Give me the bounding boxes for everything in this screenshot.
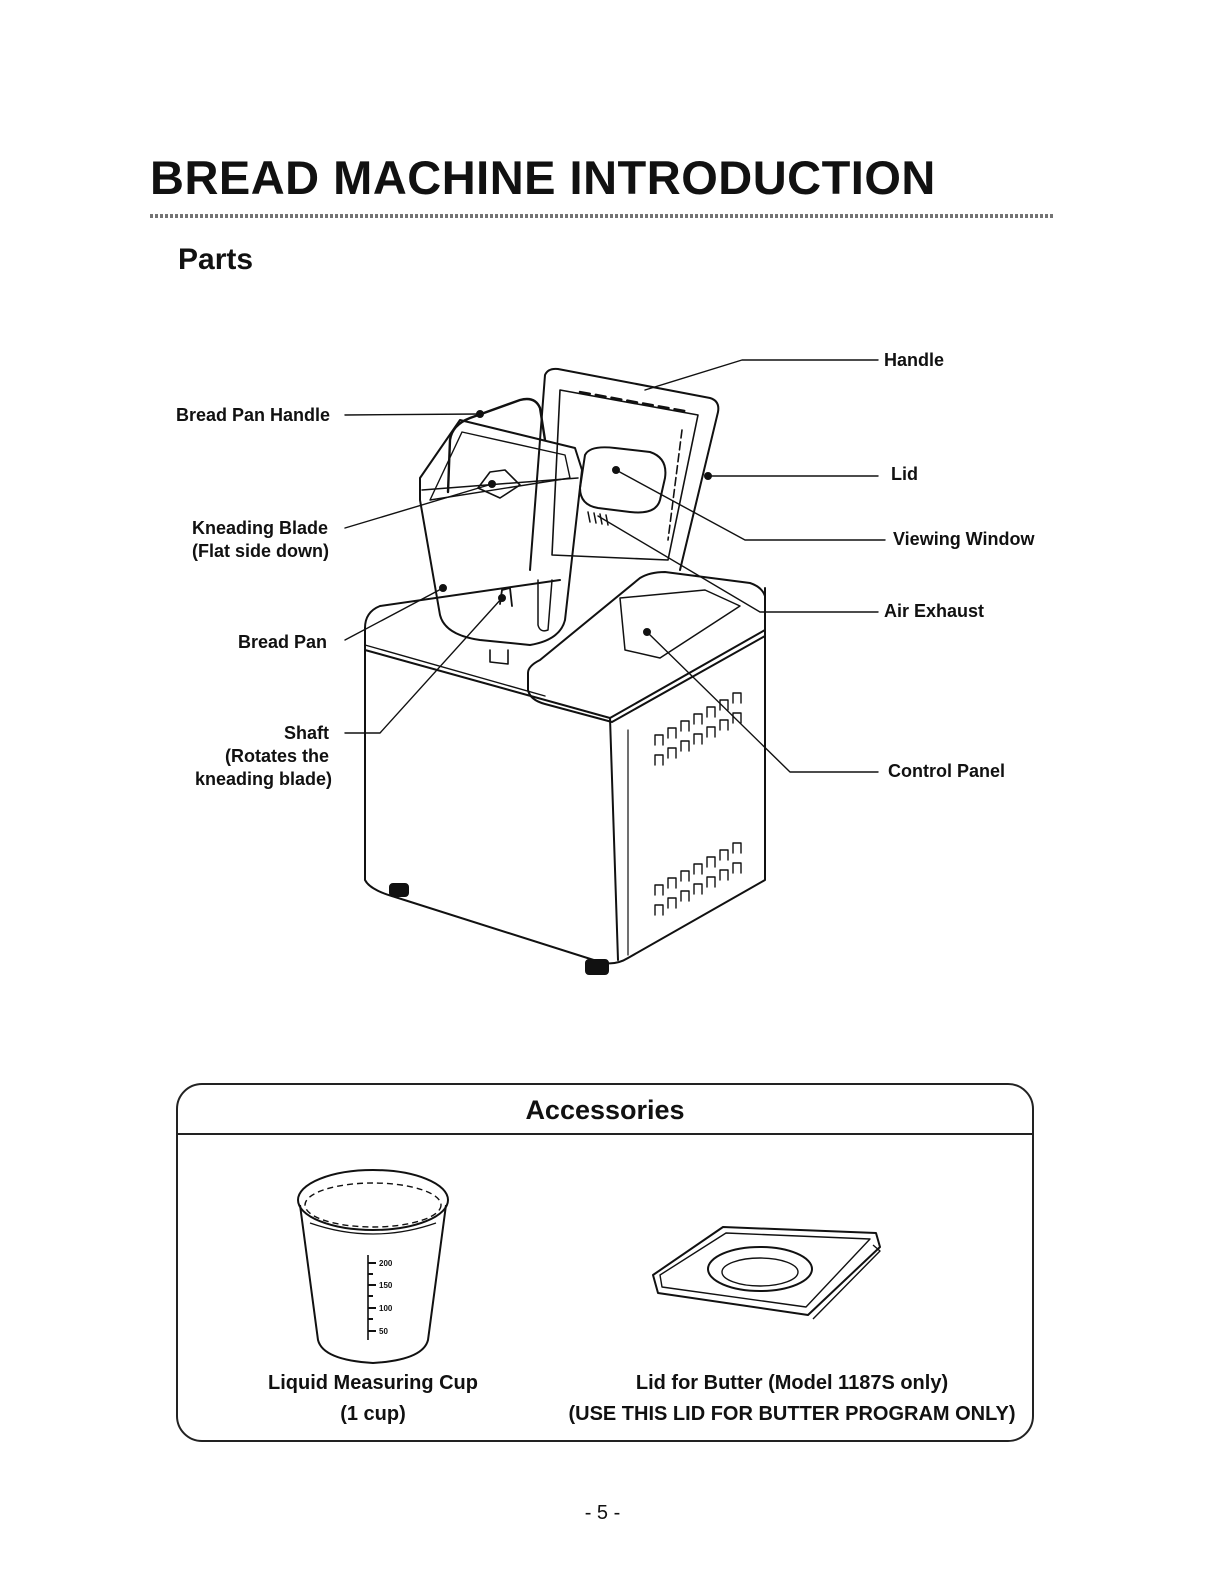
label-handle: Handle <box>884 350 945 370</box>
cup-label: Liquid Measuring Cup <box>268 1372 478 1394</box>
accessories-divider <box>178 1133 1032 1135</box>
bread-pan-handle-shape <box>446 397 547 494</box>
label-shaft-note-2: kneading blade) <box>194 769 332 789</box>
page-title: BREAD MACHINE INTRODUCTION <box>150 151 936 204</box>
leader-air-exhaust <box>597 515 879 613</box>
machine-lid <box>529 367 720 571</box>
viewing-window-shape <box>579 446 667 514</box>
accessories-box: Accessories 200 150 100 50 <box>176 1083 1034 1442</box>
label-shaft-note-1: (Rotates the <box>224 746 329 766</box>
butter-lid-illustration <box>652 1226 881 1320</box>
leader-control-panel <box>646 631 879 773</box>
cup-scale-50: 50 <box>379 1327 388 1336</box>
label-bread-pan-handle: Bread Pan Handle <box>175 405 330 425</box>
butter-lid-note: (USE THIS LID FOR BUTTER PROGRAM ONLY) <box>568 1403 1016 1425</box>
label-kneading-blade-note: (Flat side down) <box>192 541 329 561</box>
section-title-parts: Parts <box>178 243 254 276</box>
accessories-title: Accessories <box>525 1095 685 1125</box>
label-bread-pan: Bread Pan <box>237 632 327 652</box>
label-viewing-window: Viewing Window <box>893 529 1035 549</box>
butter-lid-label: Lid for Butter (Model 1187S only) <box>635 1372 949 1394</box>
page-number: - 5 - <box>584 1502 621 1524</box>
measuring-cup-illustration: 200 150 100 50 <box>297 1169 449 1365</box>
cup-size-label: (1 cup) <box>340 1403 406 1425</box>
cup-scale-200: 200 <box>379 1259 393 1268</box>
cup-scale-150: 150 <box>379 1281 393 1290</box>
leader-viewing-window <box>615 469 886 541</box>
control-panel-housing <box>527 571 766 723</box>
label-shaft: Shaft <box>284 723 329 743</box>
title-divider <box>150 214 1055 218</box>
leader-handle <box>644 359 879 391</box>
cup-scale-100: 100 <box>379 1304 393 1313</box>
leader-bread-pan-handle <box>344 413 481 416</box>
label-lid: Lid <box>891 464 918 484</box>
label-kneading-blade: Kneading Blade <box>191 518 328 538</box>
leader-bread-pan <box>344 587 444 641</box>
label-air-exhaust: Air Exhaust <box>884 601 985 621</box>
leader-kneading-blade <box>344 483 493 529</box>
label-control-panel: Control Panel <box>888 761 1006 781</box>
machine-body <box>364 587 766 965</box>
bread-pan-shape <box>419 419 583 646</box>
leader-shaft <box>344 597 503 734</box>
